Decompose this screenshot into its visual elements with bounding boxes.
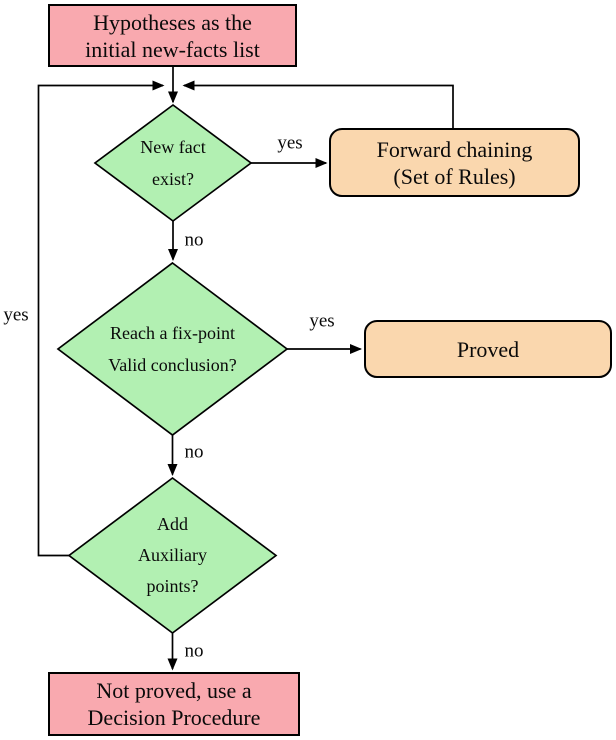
node-not-proved: Not proved, use a Decision Procedure bbox=[48, 672, 300, 736]
edge-aux-points-yes-loop bbox=[37, 80, 165, 557]
edge-label-new-fact-yes: yes bbox=[276, 132, 304, 154]
node-hypotheses-line2: initial new-facts list bbox=[85, 36, 260, 62]
node-forward-chaining-line1: Forward chaining bbox=[376, 136, 533, 162]
node-not-proved-line2: Decision Procedure bbox=[87, 705, 261, 730]
node-hypotheses: Hypotheses as the initial new-facts list bbox=[48, 4, 297, 67]
node-forward-chaining-line2: (Set of Rules) bbox=[393, 163, 516, 189]
edge-label-aux-points-no: no bbox=[183, 640, 205, 662]
decision-new-fact-shape bbox=[93, 103, 253, 223]
decision-fix-point-shape bbox=[56, 261, 289, 437]
decision-aux-points-shape bbox=[67, 476, 278, 635]
edge-label-aux-points-yes: yes bbox=[2, 304, 30, 326]
node-not-proved-line1: Not proved, use a bbox=[96, 678, 252, 703]
node-forward-chaining: Forward chaining (Set of Rules) bbox=[329, 128, 580, 197]
edge-forward-chaining-feedback bbox=[182, 80, 454, 128]
edge-label-fix-point-yes: yes bbox=[308, 310, 336, 332]
edge-label-new-fact-no: no bbox=[183, 229, 205, 251]
node-hypotheses-line1: Hypotheses as the bbox=[93, 9, 252, 35]
node-proved-label: Proved bbox=[456, 336, 520, 362]
node-proved: Proved bbox=[364, 320, 612, 378]
edge-label-fix-point-no: no bbox=[183, 441, 205, 463]
